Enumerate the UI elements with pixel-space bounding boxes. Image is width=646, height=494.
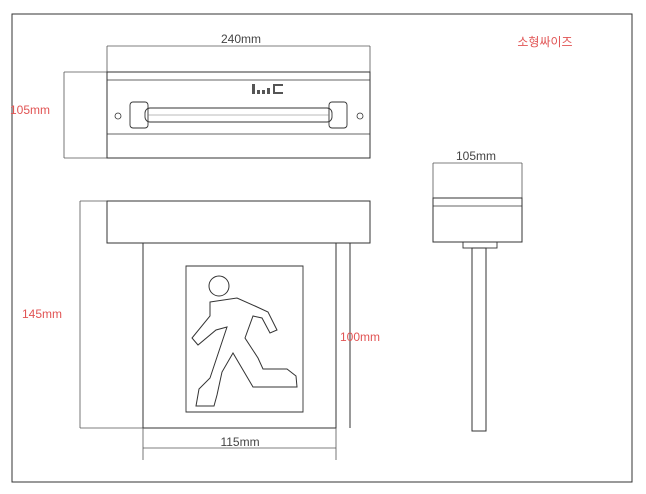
side-housing xyxy=(432,197,523,243)
side-bracket xyxy=(462,241,498,249)
label-top-width: 240mm xyxy=(221,32,261,46)
label-side-width: 105mm xyxy=(456,149,496,163)
brand-logo-icon xyxy=(252,84,283,94)
page-border xyxy=(11,13,633,483)
sign-panel xyxy=(142,242,337,429)
label-top-height: 105mm xyxy=(10,103,50,117)
mount-hole-right-icon xyxy=(356,112,364,120)
label-front-height: 145mm xyxy=(22,307,62,321)
label-panel-width: 115mm xyxy=(220,435,259,449)
side-view: 105mm xyxy=(432,149,523,432)
housing-outline xyxy=(106,71,371,159)
front-housing xyxy=(106,200,371,244)
running-man-icon xyxy=(191,275,298,407)
front-view: 145mm 100mm 115mm xyxy=(22,200,380,460)
pictogram-frame xyxy=(185,265,304,413)
drawing-title: 소형싸이즈 xyxy=(517,35,572,49)
mount-hole-left-icon xyxy=(114,112,122,120)
top-view: 240mm 105mm xyxy=(10,32,371,159)
lamp-tube xyxy=(144,107,333,123)
label-panel-height: 100mm xyxy=(340,330,380,344)
side-panel-blade xyxy=(471,247,487,432)
